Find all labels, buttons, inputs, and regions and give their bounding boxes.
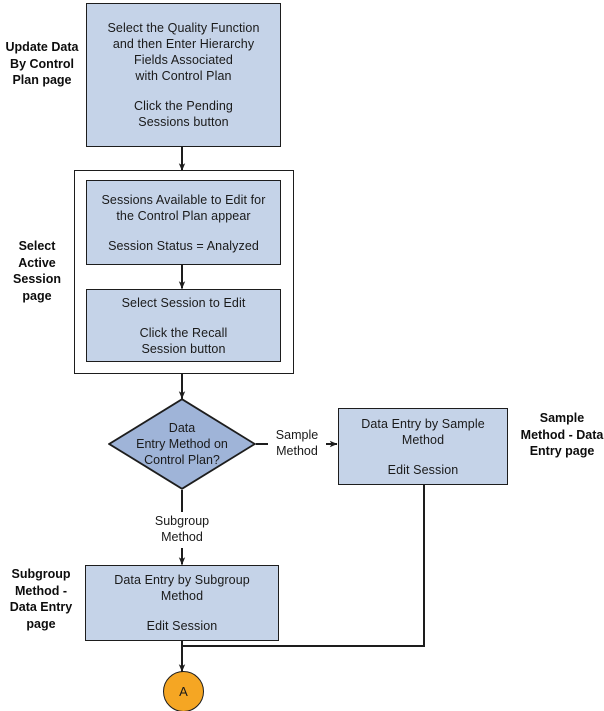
label-subgroup-method-data-entry-page: Subgroup Method - Data Entry page — [0, 566, 82, 632]
node-text-line: Control Plan? — [144, 453, 220, 467]
label-line: Update — [5, 40, 48, 54]
label-line: Data Entry — [9, 600, 73, 614]
label-line: page — [26, 616, 56, 631]
label-line: Method - — [14, 583, 68, 598]
edge-label-sample-method: Sample Method — [262, 427, 332, 459]
node-text-line: Edit Session — [387, 462, 459, 477]
node-text-line: Data Entry by Sample — [361, 416, 485, 431]
node-data-entry-by-sample-method[interactable]: Data Entry by Sample Method Edit Session — [338, 408, 508, 485]
label-line: Active — [18, 255, 56, 270]
edge-label-line: Method — [161, 530, 203, 544]
edge-label-line: Subgroup — [154, 514, 210, 528]
node-off-page-connector-a[interactable]: A — [163, 671, 204, 711]
node-text-line: the Control Plan appear — [116, 208, 251, 223]
label-line: page — [565, 444, 595, 458]
label-line: Sample — [539, 411, 585, 425]
node-text-line: and then Enter Hierarchy — [112, 37, 255, 51]
node-text-line: Entry Method on — [136, 437, 228, 451]
node-text-line: Select the Quality Function — [107, 21, 260, 35]
node-text-line: Method — [401, 432, 445, 447]
node-select-session-to-edit[interactable]: Select Session to Edit Click the Recall … — [86, 289, 281, 362]
label-sample-method-data-entry-page: Sample Method - Data Entry page — [520, 410, 604, 460]
node-data-entry-method-decision[interactable]: Data Entry Method on Control Plan? — [108, 398, 256, 490]
edge-label-line: Sample — [275, 428, 319, 442]
node-text-line: Data — [168, 421, 196, 435]
node-data-entry-by-subgroup-method[interactable]: Data Entry by Subgroup Method Edit Sessi… — [85, 565, 279, 641]
diamond-shape — [108, 398, 256, 490]
node-text-line: Sessions Available to Edit for — [101, 192, 266, 207]
edge-label-subgroup-method: Subgroup Method — [142, 513, 222, 545]
label-update-data-by-control-plan-page: Update Data By Control Plan page — [0, 39, 84, 89]
label-line: Method - — [520, 427, 573, 442]
node-text-line: Method — [160, 589, 204, 603]
node-text-line: Click the Pending — [134, 99, 233, 113]
decision-text: Data Entry Method on Control Plan? — [108, 398, 256, 490]
node-text-line: with Control Plan — [135, 69, 232, 83]
node-text-line: Data Entry by Subgroup — [114, 573, 250, 587]
edge-label-line: Method — [276, 444, 318, 458]
label-line: Data By — [10, 40, 79, 71]
group-select-active-session-page — [74, 170, 294, 374]
node-text-line: Sessions button — [138, 115, 229, 129]
label-select-active-session-page: Select Active Session page — [0, 238, 74, 304]
label-line: Plan page — [12, 73, 72, 87]
node-text-line: Session Status = Analyzed — [108, 238, 259, 253]
connector-label: A — [179, 684, 188, 699]
label-line: Select — [18, 239, 56, 253]
label-line: Control — [29, 56, 74, 71]
label-line: Data Entry — [529, 427, 604, 459]
node-text-line: Select Session to Edit — [121, 295, 246, 310]
label-line: page — [22, 288, 52, 303]
node-sessions-available[interactable]: Sessions Available to Edit for the Contr… — [86, 180, 281, 265]
node-text-line: Session button — [141, 341, 226, 356]
label-line: Subgroup — [11, 567, 71, 581]
node-text-line: Edit Session — [146, 619, 218, 633]
node-select-quality-function[interactable]: Select the Quality Function and then Ent… — [86, 3, 281, 147]
node-text-line: Fields Associated — [134, 53, 233, 67]
node-text-line: Click the Recall — [139, 325, 228, 340]
label-line: Session — [13, 272, 61, 286]
